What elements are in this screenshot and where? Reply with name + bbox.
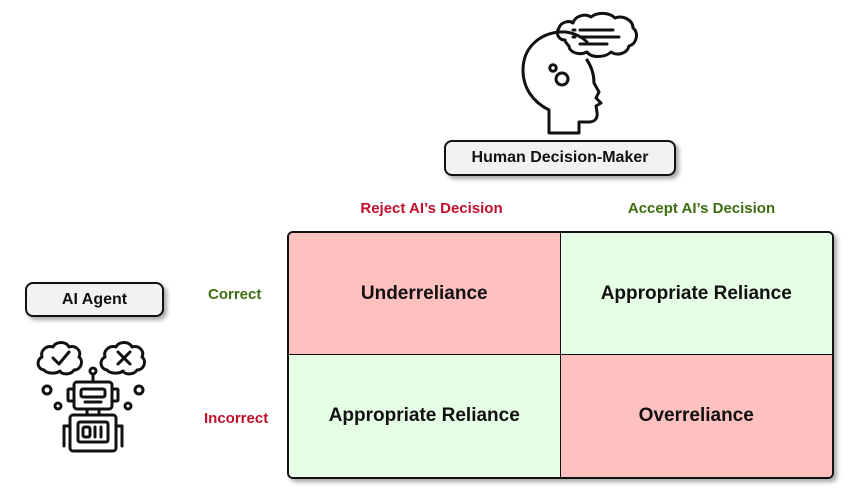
column-header-accept: Accept AI’s Decision	[627, 200, 776, 217]
column-header-reject: Reject AI’s Decision	[360, 200, 503, 217]
cell-correct-accept: Appropriate Reliance	[560, 233, 832, 355]
human-head-thinking-icon	[521, 11, 638, 135]
row-label-correct: Correct	[208, 286, 262, 303]
cell-incorrect-reject: Appropriate Reliance	[289, 355, 561, 477]
cell-correct-reject: Underreliance	[289, 233, 561, 355]
human-decision-maker-label: Human Decision-Maker	[444, 140, 676, 176]
cell-incorrect-accept: Overreliance	[560, 355, 832, 477]
row-label-incorrect: Incorrect	[204, 410, 269, 427]
ai-agent-label: AI Agent	[25, 282, 164, 317]
robot-thinking-icon	[36, 341, 146, 453]
reliance-matrix: Underreliance Appropriate Reliance Appro…	[287, 231, 834, 479]
